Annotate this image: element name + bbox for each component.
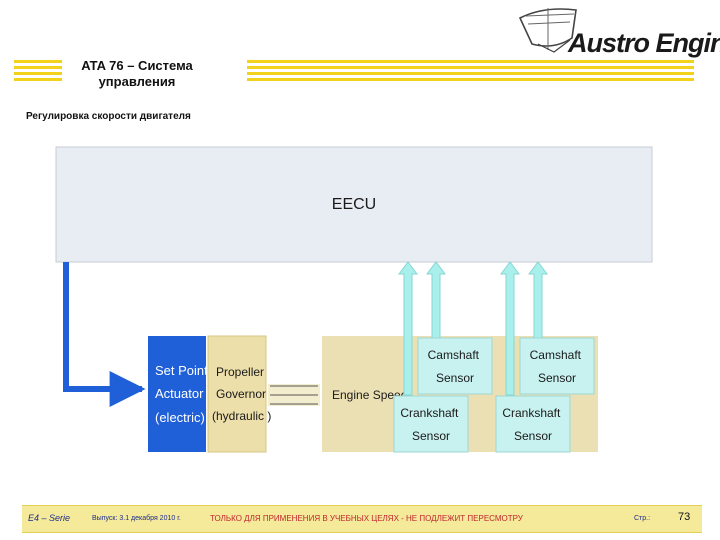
section-subtitle: Регулировка скорости двигателя <box>26 111 191 122</box>
camshaft-1-line2: Sensor <box>436 371 474 385</box>
governor-line2: Governor <box>216 387 266 401</box>
footer-page-label: Стр.: <box>634 515 651 522</box>
camshaft-2-arrow <box>528 261 548 339</box>
set-point-line2: Actuator <box>155 386 204 401</box>
page-title-line1: ATA 76 – Система <box>81 58 193 73</box>
engine-speed-label: Engine Speed <box>332 388 407 402</box>
governor-line1: Propeller <box>216 365 264 379</box>
header-stripe <box>247 60 694 63</box>
header-stripe <box>247 78 694 81</box>
header-stripe <box>14 66 62 69</box>
crankshaft-sensor-2 <box>495 395 571 453</box>
header-stripe <box>247 66 694 69</box>
footer-bar: E4 – Serie Выпуск: 3.1 декабря 2010 г. Т… <box>22 505 702 533</box>
svg-text:Crankshaft Sensor: Crankshaft Sensor <box>400 406 461 443</box>
set-point-label: Set Point Actuator (electric) <box>155 363 211 425</box>
eecu-box <box>55 146 653 263</box>
camshaft-sensor-2 <box>519 337 595 395</box>
crankshaft-1-arrow <box>398 261 418 396</box>
sensor-arrows <box>398 261 548 396</box>
propeller-governor-box <box>207 335 267 453</box>
eecu-to-actuator-line <box>63 262 146 407</box>
camshaft-1-arrow <box>426 261 446 339</box>
camshaft-2-line1: Camshaft <box>530 348 582 362</box>
austro-engine-logo-icon <box>518 8 577 53</box>
crankshaft-2-line2: Sensor <box>514 429 552 443</box>
page-title: ATA 76 – Система управления <box>62 58 212 90</box>
svg-text:Camshaft Sensor: Camshaft Sensor <box>428 348 483 385</box>
set-point-line3: (electric) <box>155 410 205 425</box>
footer-issue: Выпуск: 3.1 декабря 2010 г. <box>92 515 181 522</box>
crankshaft-1-line2: Sensor <box>412 429 450 443</box>
logo-text: Austro Engine <box>568 28 720 58</box>
svg-text:Camshaft Sensor: Camshaft Sensor <box>530 348 585 385</box>
crankshaft-sensor-1 <box>393 395 469 453</box>
governor-line3: (hydraulic ) <box>212 409 271 423</box>
svg-text:Crankshaft Sensor: Crankshaft Sensor <box>502 406 563 443</box>
header-stripe <box>14 78 62 81</box>
camshaft-1-line1: Camshaft <box>428 348 480 362</box>
camshaft-2-line2: Sensor <box>538 371 576 385</box>
crankshaft-2-arrow <box>500 261 520 396</box>
set-point-actuator-box <box>148 336 206 452</box>
footer-note: ТОЛЬКО ДЛЯ ПРИМЕНЕНИЯ В УЧЕБНЫХ ЦЕЛЯХ - … <box>210 514 523 523</box>
set-point-line1: Set Point <box>155 363 208 378</box>
footer-series: E4 – Serie <box>28 513 71 523</box>
header-stripe <box>14 60 62 63</box>
header-stripe <box>247 72 694 75</box>
crankshaft-1-line1: Crankshaft <box>400 406 459 420</box>
camshaft-sensor-1 <box>417 337 493 395</box>
footer-page-number: 73 <box>678 511 691 523</box>
governor-label: Propeller Governor (hydraulic ) <box>212 365 271 423</box>
crankshaft-2-line1: Crankshaft <box>502 406 561 420</box>
page-title-line2: управления <box>98 74 176 89</box>
header-stripe <box>14 72 62 75</box>
eecu-label: EECU <box>332 196 376 213</box>
